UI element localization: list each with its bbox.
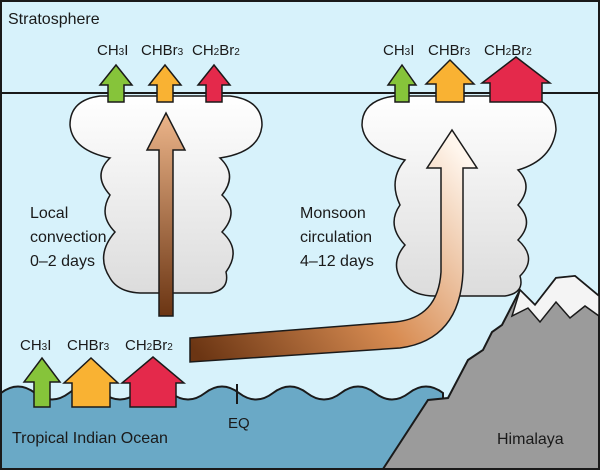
himalaya-label: Himalaya (497, 431, 564, 448)
ch3i-label-ocean: CH3I (20, 337, 51, 354)
ocean-label: Tropical Indian Ocean (12, 430, 168, 447)
monsoon-circulation-label-line1: Monsoon (300, 205, 366, 222)
chbr3-label-ocean: CHBr3 (67, 337, 110, 354)
local-convection-label-line3: 0–2 days (30, 253, 95, 270)
local-convection-label-line1: Local (30, 205, 68, 222)
ch2br2-stratosphere-local-arrow (196, 63, 232, 103)
equator-label: EQ (228, 415, 250, 432)
monsoon-circulation-label-line2: circulation (300, 229, 372, 246)
local-convection-arrow (145, 111, 187, 317)
ch3i-ocean-arrow (22, 356, 62, 408)
chbr3-label-stratosphere-monsoon: CHBr3 (428, 42, 471, 59)
monsoon-circulation-arrow (189, 128, 479, 363)
chbr3-stratosphere-monsoon-arrow (424, 58, 476, 103)
ch2br2-label-stratosphere-monsoon: CH2Br2 (484, 42, 532, 59)
ch2br2-label-stratosphere-local: CH2Br2 (192, 42, 240, 59)
ch3i-label-stratosphere-local: CH3I (97, 42, 128, 59)
ch2br2-ocean-arrow (119, 356, 187, 408)
tropical-indian-ocean (0, 385, 444, 470)
ch3i-label-stratosphere-monsoon: CH3I (383, 42, 414, 59)
ch3i-stratosphere-monsoon-arrow (386, 63, 418, 103)
ch3i-stratosphere-local-arrow (98, 63, 134, 103)
chbr3-stratosphere-local-arrow (147, 63, 183, 103)
ch2br2-stratosphere-monsoon-arrow (479, 56, 553, 103)
monsoon-circulation-label-line3: 4–12 days (300, 253, 374, 270)
chbr3-ocean-arrow (62, 356, 120, 408)
ch2br2-label-ocean: CH2Br2 (125, 337, 173, 354)
stratosphere-label: Stratosphere (8, 11, 100, 28)
himalaya-snowcap (510, 275, 600, 324)
chbr3-label-stratosphere-local: CHBr3 (141, 42, 184, 59)
local-convection-label-line2: convection (30, 229, 107, 246)
